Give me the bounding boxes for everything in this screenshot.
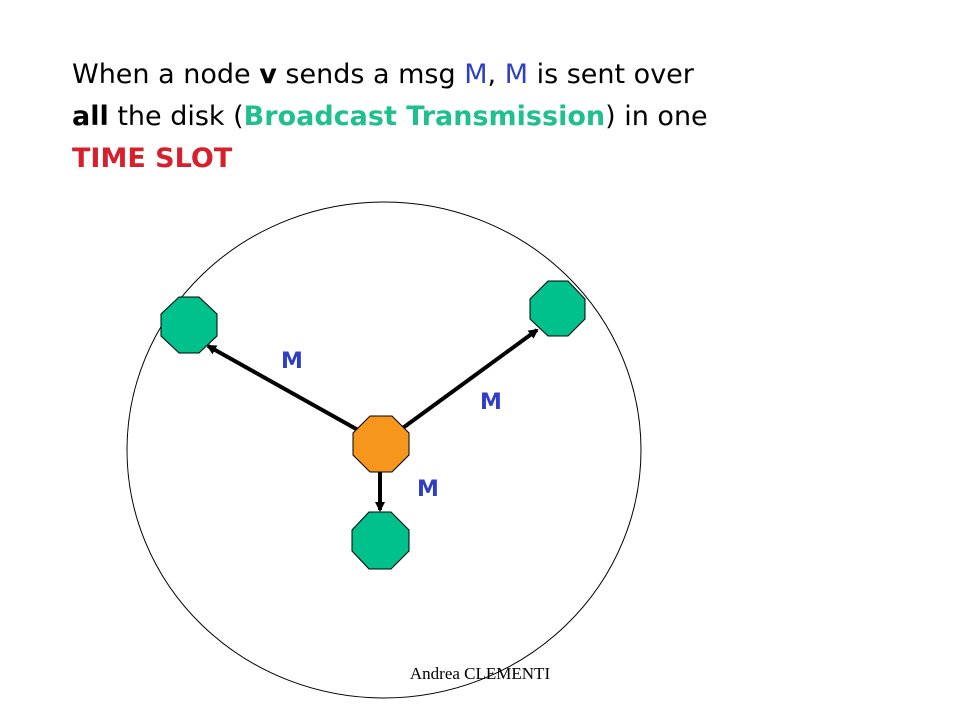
- message-label-right: M: [480, 390, 502, 415]
- title-segment: the disk (: [108, 101, 244, 132]
- message-label-left: M: [281, 349, 303, 374]
- sender-node-v: [352, 415, 410, 473]
- slide-title: When a node v sends a msg M, M is sent o…: [72, 54, 932, 180]
- title-segment: is sent over: [527, 59, 694, 90]
- footer-author: Andrea CLEMENTI: [409, 664, 551, 683]
- title-segment: all: [72, 101, 109, 132]
- title-segment: When a node: [72, 59, 260, 90]
- title-segment: v: [259, 59, 277, 90]
- transmission-disk: [126, 201, 642, 699]
- message-label-bottom: M: [417, 477, 439, 502]
- receiver-node-bottom: [351, 511, 410, 570]
- receiver-node-left: [160, 296, 218, 354]
- arrow-to-left-node: [206, 344, 359, 432]
- title-segment: Broadcast Transmission: [243, 101, 606, 132]
- arrow-to-right-node: [398, 328, 539, 432]
- title-segment: ) in one: [605, 101, 708, 132]
- title-segment: M: [504, 59, 528, 90]
- title-segment: M: [464, 59, 488, 90]
- title-segment: sends a msg: [276, 59, 465, 90]
- title-segment: TIME SLOT: [72, 143, 233, 174]
- title-segment: ,: [487, 59, 505, 90]
- receiver-node-right: [529, 280, 586, 337]
